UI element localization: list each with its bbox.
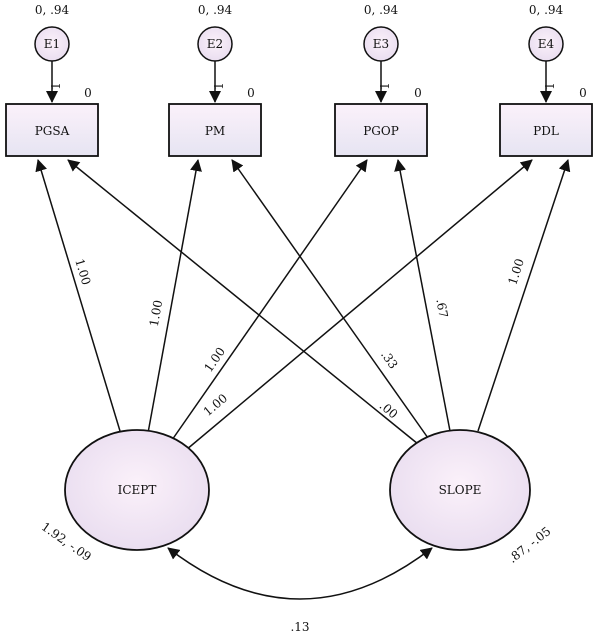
icept-pdl-path [185, 159, 533, 451]
e3-variance-label: 0, .94 [364, 3, 399, 17]
pm-box [168, 103, 262, 157]
icept-pgsa-path [35, 159, 121, 432]
e2-variance-label: 0, .94 [198, 3, 233, 17]
pdl-label: PDL [533, 124, 559, 138]
pdl-intercept-label: 0 [579, 86, 587, 100]
latent-slope: SLOPE .87, -.05 [389, 429, 553, 566]
pgop-box [334, 103, 428, 157]
slope-label: SLOPE [439, 483, 482, 497]
e1-path-label: 1 [49, 82, 63, 90]
covariance-arc [167, 547, 433, 600]
error-e4: 0, .94 E4 1 0 [528, 3, 587, 103]
slope-pgop-path [394, 159, 451, 432]
pgsa-box [5, 103, 99, 157]
observed-pgop: PGOP [334, 103, 428, 157]
error-e3: 0, .94 E3 1 0 [363, 3, 422, 103]
icept-pdl-loading: 1.00 [201, 391, 230, 419]
error-e2: 0, .94 E2 1 0 [197, 3, 255, 103]
icept-label: ICEPT [118, 483, 157, 497]
covariance-label: .13 [290, 620, 309, 634]
pgsa-label: PGSA [35, 124, 70, 138]
error-e1: 0, .94 E1 1 0 [34, 3, 92, 103]
slope-pm-loading: .33 [378, 348, 400, 372]
e1-label: E1 [44, 37, 60, 51]
slope-pgsa-loading: .00 [377, 398, 401, 421]
covariance: .13 [167, 547, 433, 634]
pgsa-intercept-label: 0 [84, 86, 92, 100]
e2-path-label: 1 [212, 82, 226, 90]
observed-pgsa: PGSA [5, 103, 99, 157]
slope-pm-path [231, 159, 429, 439]
pm-label: PM [205, 124, 225, 138]
slope-loadings: .00 .33 .67 1.00 [67, 159, 571, 445]
pdl-box [499, 103, 593, 157]
e4-path-label: 1 [543, 82, 557, 90]
icept-pgop-loading: 1.00 [201, 345, 228, 375]
pgop-label: PGOP [363, 124, 399, 138]
slope-ellipse [389, 429, 531, 551]
icept-loadings: 1.00 1.00 1.00 1.00 [35, 159, 533, 451]
observed-pm: PM [168, 103, 262, 157]
e2-label: E2 [207, 37, 223, 51]
icept-pgop-path [171, 159, 368, 441]
slope-pgop-loading: .67 [433, 298, 450, 319]
e4-label: E4 [538, 37, 555, 51]
e3-path-label: 1 [378, 82, 392, 90]
latent-icept: ICEPT 1.92, -.09 [39, 429, 210, 564]
e3-label: E3 [373, 37, 389, 51]
e1-variance-label: 0, .94 [35, 3, 70, 17]
observed-pdl: PDL [499, 103, 593, 157]
slope-pgsa-path [67, 159, 419, 445]
pm-intercept-label: 0 [247, 86, 255, 100]
pgop-intercept-label: 0 [414, 86, 422, 100]
icept-pm-loading: 1.00 [147, 299, 165, 328]
e4-variance-label: 0, .94 [529, 3, 564, 17]
slope-pdl-path [477, 159, 571, 432]
icept-pm-path [147, 159, 202, 434]
icept-ellipse [64, 429, 210, 551]
slope-pdl-loading: 1.00 [505, 257, 527, 287]
